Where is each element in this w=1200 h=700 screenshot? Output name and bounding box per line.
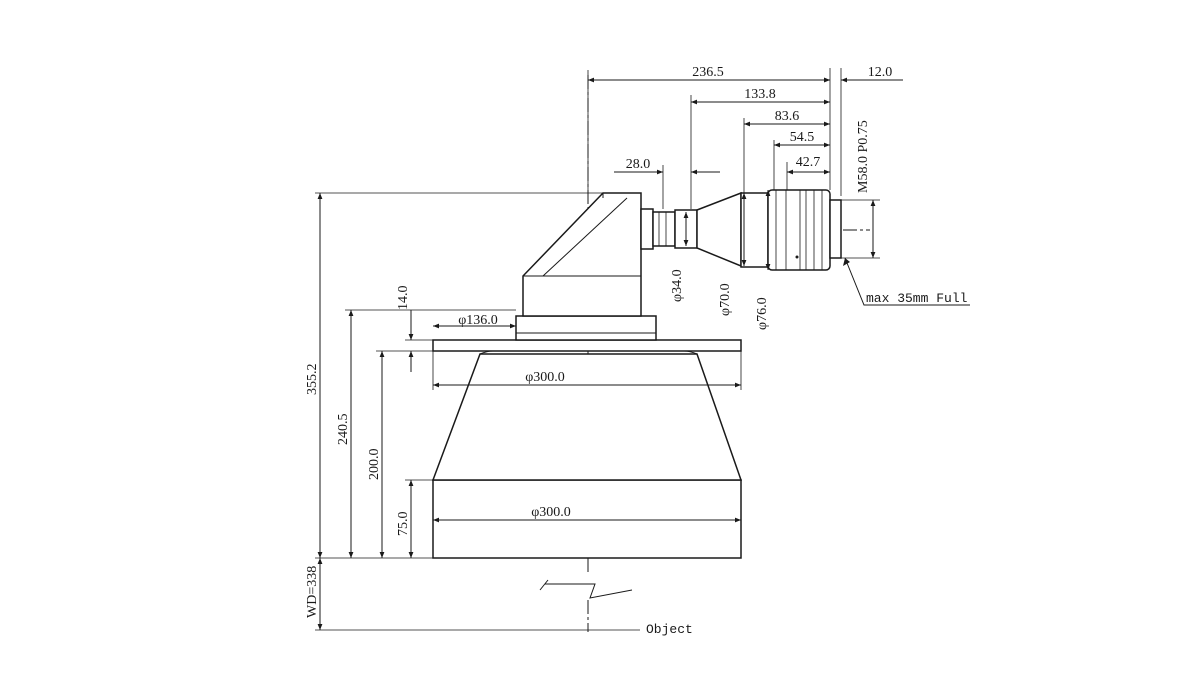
small-barrel-b bbox=[652, 211, 676, 247]
dim-54-5: 54.5 bbox=[790, 130, 815, 145]
prism-diagonal bbox=[542, 197, 628, 277]
height-75: 75.0 bbox=[396, 512, 411, 537]
lens-body bbox=[431, 189, 842, 559]
working-distance: WD=338 bbox=[305, 566, 320, 618]
dim-83-6: 83.6 bbox=[775, 109, 800, 124]
flange-fillet bbox=[479, 350, 698, 355]
dia-300-top: φ300.0 bbox=[525, 370, 565, 385]
front-barrel bbox=[432, 479, 742, 559]
dim-236-5: 236.5 bbox=[692, 65, 724, 80]
break-mark bbox=[539, 579, 549, 591]
mount bbox=[829, 199, 842, 259]
sensor-leader bbox=[844, 257, 970, 306]
sensor-note: max 35mm Full bbox=[866, 291, 968, 306]
object-label: Object bbox=[646, 622, 693, 637]
sensor-leader-arrow bbox=[843, 258, 850, 266]
flange bbox=[432, 339, 742, 352]
small-barrel-a bbox=[640, 208, 654, 250]
thread-dimension bbox=[841, 199, 880, 259]
dim-42-7: 42.7 bbox=[796, 155, 821, 170]
dia-70: φ70.0 bbox=[718, 283, 733, 316]
dim-133-8: 133.8 bbox=[744, 87, 776, 102]
index-dot bbox=[795, 255, 799, 259]
dia-34: φ34.0 bbox=[670, 269, 685, 302]
focus-ring bbox=[767, 189, 831, 271]
taper bbox=[696, 191, 742, 268]
height-14: 14.0 bbox=[396, 286, 411, 311]
dia-300-bottom: φ300.0 bbox=[531, 505, 571, 520]
thread-label: M58.0 P0.75 bbox=[856, 120, 871, 193]
rear-barrel bbox=[740, 192, 769, 268]
dim-28-0: 28.0 bbox=[626, 157, 651, 172]
height-355-2: 355.2 bbox=[305, 364, 320, 396]
dia-76: φ76.0 bbox=[755, 297, 770, 330]
height-200: 200.0 bbox=[367, 449, 382, 481]
diameter-dimensions bbox=[683, 190, 771, 270]
top-dimensions bbox=[587, 68, 903, 209]
collar bbox=[515, 315, 657, 341]
dia-136: φ136.0 bbox=[458, 313, 498, 328]
height-240-5: 240.5 bbox=[336, 414, 351, 446]
height-dimensions bbox=[315, 192, 640, 631]
dim-12-0: 12.0 bbox=[868, 65, 893, 80]
prism-block bbox=[522, 192, 642, 317]
break-symbol bbox=[545, 583, 633, 599]
conical-hood bbox=[431, 353, 743, 481]
